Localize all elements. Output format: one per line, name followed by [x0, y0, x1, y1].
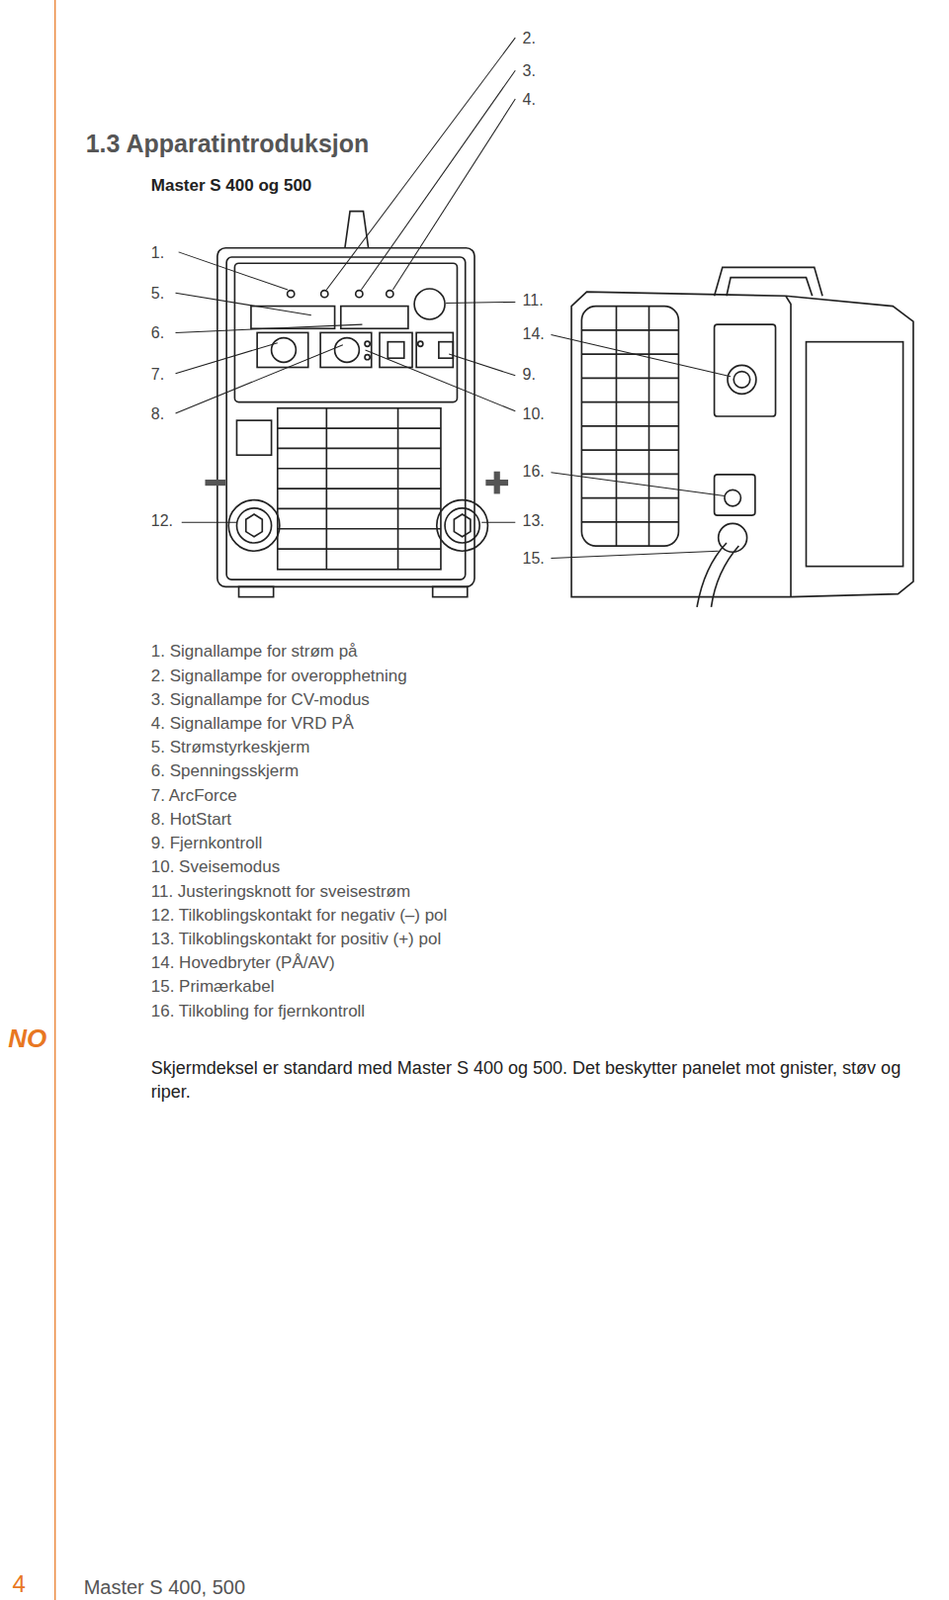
- legend-item: 2. Signallampe for overopphetning: [151, 666, 408, 687]
- grill-slat: [581, 329, 679, 332]
- legend-item: 13. Tilkoblingskontakt for positiv (+) p…: [151, 929, 441, 949]
- callout-number: 16.: [522, 461, 545, 481]
- legend-item: 9. Fjernkontroll: [151, 833, 262, 854]
- grill-slat: [277, 447, 441, 450]
- grill-slat: [277, 487, 441, 490]
- callout-number: 10.: [522, 404, 545, 424]
- legend-item: 15. Primærkabel: [151, 976, 275, 997]
- language-tag: NO: [7, 1023, 47, 1054]
- legend-item: 12. Tilkoblingskontakt for negativ (–) p…: [151, 905, 448, 926]
- grill-slat: [581, 448, 679, 451]
- grill-slat: [277, 527, 441, 530]
- grill-slat: [581, 376, 679, 379]
- grill-slat: [581, 497, 679, 500]
- callout-number: 13.: [522, 511, 545, 530]
- callout-number: 5.: [151, 283, 165, 303]
- grill-slat: [277, 467, 441, 470]
- page-number: 4: [11, 1569, 25, 1599]
- section-title: 1.3 Apparatintroduksjon: [86, 128, 370, 159]
- callout-number: 3.: [522, 61, 536, 81]
- callout-number: 11.: [522, 290, 544, 310]
- callout-number: 8.: [151, 404, 165, 424]
- legend-item: 1. Signallampe for strøm på: [151, 641, 358, 662]
- footer-text: Master S 400, 500: [84, 1574, 246, 1599]
- legend-item: 3. Signallampe for CV-modus: [151, 690, 370, 710]
- legend-item: 14. Hovedbryter (PÅ/AV): [151, 952, 336, 973]
- side-view: [571, 266, 914, 607]
- legend-item: 16. Tilkobling for fjernkontroll: [151, 1001, 365, 1022]
- grill-slat: [581, 425, 679, 428]
- legend-item: 11. Justeringsknott for sveisestrøm: [151, 881, 411, 902]
- callout-number: 14.: [522, 324, 545, 344]
- callout-number: 4.: [522, 89, 536, 109]
- grill-slat: [277, 508, 441, 511]
- callout-number: 15.: [522, 548, 545, 568]
- grill-slat: [581, 472, 679, 475]
- grill-slat: [277, 547, 441, 550]
- legend-item: 6. Spenningsskjerm: [151, 761, 299, 781]
- legend-item: 4. Signallampe for VRD PÅ: [151, 713, 354, 734]
- callout-number: 12.: [151, 511, 173, 530]
- grill-slat: [277, 427, 441, 430]
- callout-number: 9.: [522, 364, 536, 384]
- callout-number: 6.: [151, 323, 165, 343]
- callout-number: 7.: [151, 364, 165, 384]
- front-view: [217, 211, 489, 598]
- legend-item: 5. Strømstyrkeskjerm: [151, 737, 311, 758]
- callout-number: 1.: [151, 243, 165, 262]
- note-text: Skjermdeksel er standard med Master S 40…: [151, 1055, 943, 1104]
- model-heading: Master S 400 og 500: [151, 175, 313, 196]
- grill-slat: [581, 520, 679, 523]
- leader-lines: [175, 37, 732, 558]
- legend-item: 10. Sveisemodus: [151, 857, 280, 877]
- legend-item: 7. ArcForce: [151, 785, 238, 806]
- legend-item: 8. HotStart: [151, 809, 232, 830]
- grill-slat: [581, 401, 679, 404]
- polarity-signs: [204, 471, 509, 495]
- callout-number: 2.: [522, 28, 536, 48]
